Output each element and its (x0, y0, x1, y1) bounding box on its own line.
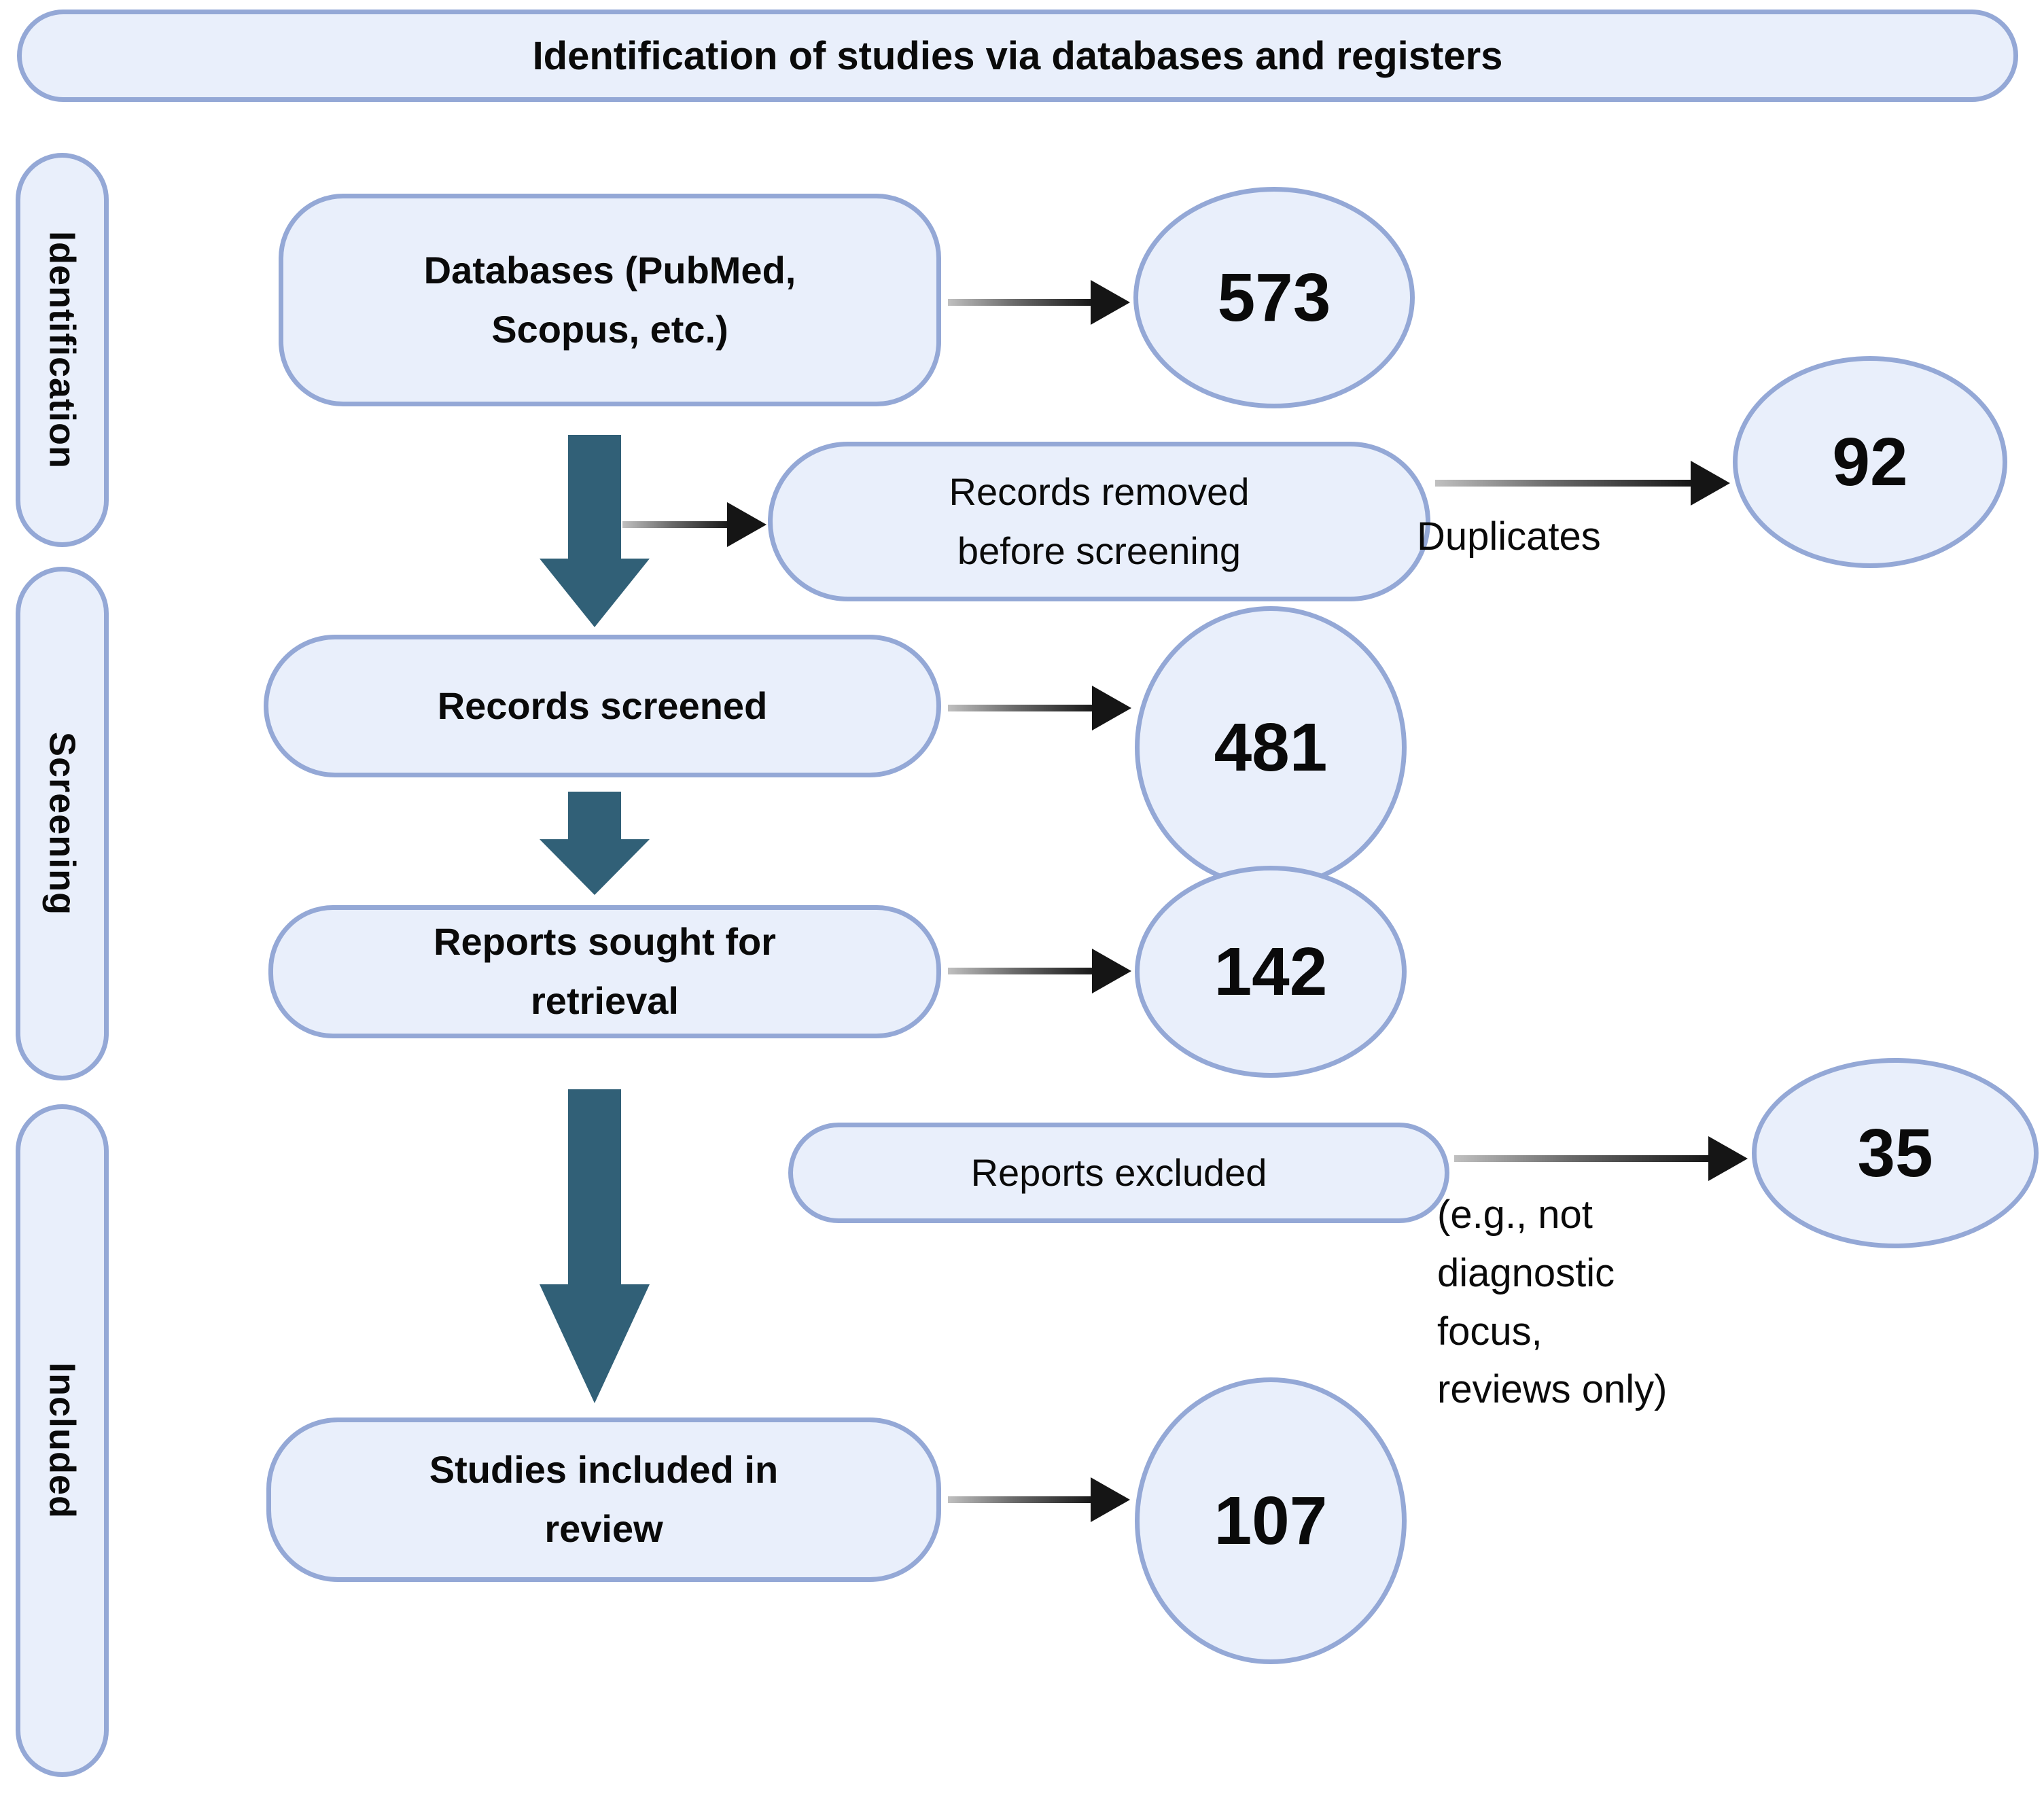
arrow-tail (948, 705, 1096, 711)
sought-count-ellipse: 142 (1135, 866, 1407, 1078)
arrow-tail (948, 299, 1095, 306)
stage-identification: Identification (16, 153, 109, 547)
arrow-head (1091, 280, 1130, 325)
records-screened-box: Records screened (264, 635, 941, 777)
duplicates-label: Duplicates (1417, 514, 1601, 559)
arrow-tail (1435, 480, 1695, 487)
arrow-head (1691, 461, 1730, 506)
databases-count-ellipse: 573 (1133, 187, 1415, 408)
arrow-tail (948, 1496, 1095, 1503)
stage-identification-label: Identification (41, 231, 83, 469)
arrow-head (1092, 686, 1131, 730)
arrow-head (1092, 949, 1131, 993)
records-removed-box: Records removed before screening (768, 442, 1430, 601)
arrow-head (1091, 1477, 1130, 1522)
screened-count-ellipse: 481 (1135, 606, 1407, 889)
arrow-tail (1454, 1155, 1712, 1162)
arrow-head (1708, 1136, 1748, 1181)
arrow-databases-to-573-icon (948, 280, 1130, 325)
included-count-ellipse: 107 (1135, 1377, 1407, 1664)
title-banner: Identification of studies via databases … (17, 10, 2018, 102)
arrow-excluded-to-35-icon (1454, 1136, 1748, 1181)
excluded-reasons-note: (e.g., not diagnostic focus, reviews onl… (1437, 1193, 1668, 1412)
databases-box: Databases (PubMed, Scopus, etc.) (279, 194, 941, 406)
arrow-to-records-removed-icon (622, 502, 766, 547)
arrow-head (727, 502, 766, 547)
stage-screening: Screening (16, 567, 109, 1080)
arrow-records-removed-to-92-icon (1435, 461, 1730, 506)
studies-included-box: Studies included in review (266, 1418, 941, 1582)
stage-included: Included (16, 1104, 109, 1777)
duplicates-count-ellipse: 92 (1733, 356, 2007, 568)
reports-excluded-box: Reports excluded (788, 1123, 1449, 1223)
stage-included-label: Included (41, 1362, 83, 1519)
arrow-screened-to-481-icon (948, 686, 1131, 730)
arrow-included-to-107-icon (948, 1477, 1130, 1522)
diagram-title: Identification of studies via databases … (532, 33, 1503, 78)
excluded-count-ellipse: 35 (1752, 1058, 2039, 1248)
arrow-tail (622, 521, 731, 528)
arrow-sought-to-142-icon (948, 949, 1131, 993)
arrow-tail (948, 968, 1096, 974)
stage-screening-label: Screening (41, 731, 83, 916)
reports-sought-box: Reports sought for retrieval (268, 905, 941, 1038)
